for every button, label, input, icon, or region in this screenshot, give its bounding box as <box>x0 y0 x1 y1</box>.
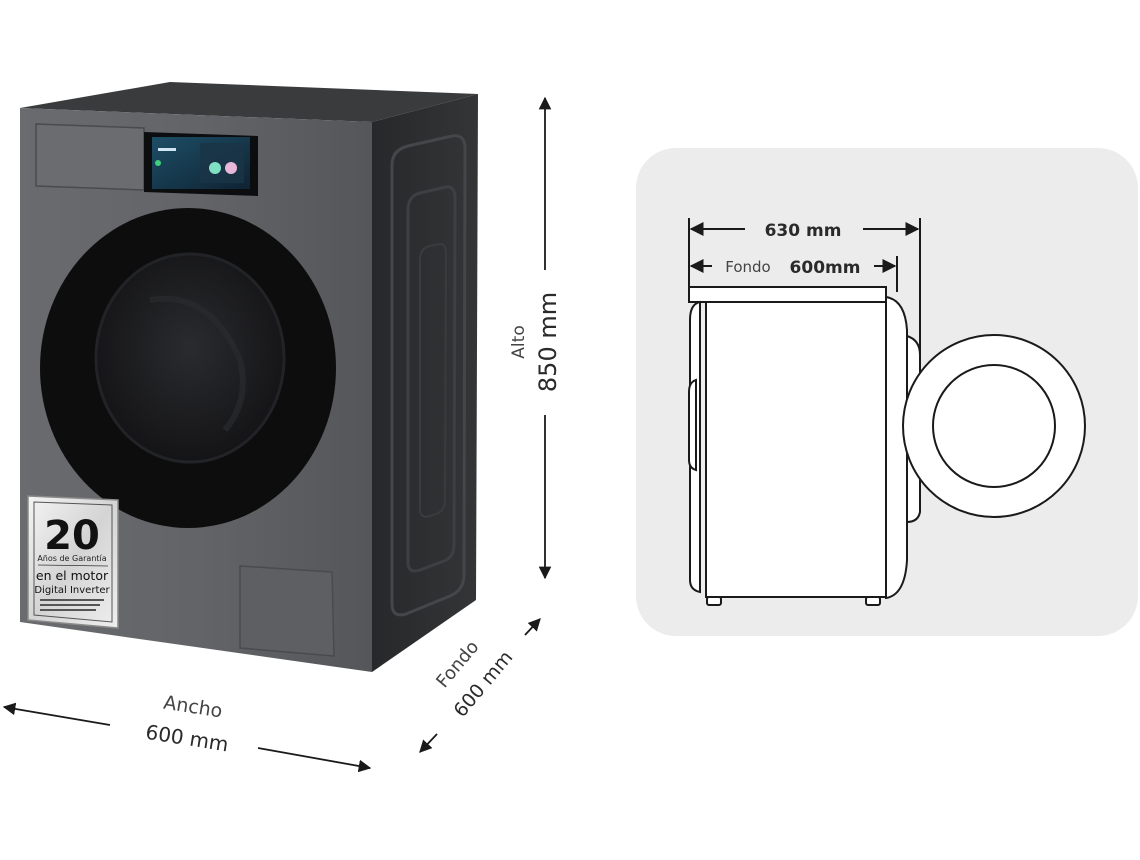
body-depth-dimension: Fondo 600mm <box>689 256 898 292</box>
badge-line3: Digital Inverter <box>34 585 110 596</box>
total-depth-dimension: 630 mm <box>688 218 921 420</box>
depth-dimension: Fondo 600 mm <box>419 618 541 753</box>
badge-line2: en el motor <box>36 568 109 583</box>
height-dimension: Alto 850 mm <box>509 96 562 580</box>
detergent-drawer <box>35 123 145 191</box>
body-depth-label: Fondo <box>725 258 770 276</box>
washing-machine-illustration: 20 Años de Garantía en el motor Digital … <box>20 82 478 672</box>
body-depth-value: 600mm <box>790 258 861 278</box>
machine-side <box>372 94 478 672</box>
width-label: Ancho <box>162 692 224 723</box>
machine-side-outline <box>688 286 1086 606</box>
side-view-panel: 630 mm Fondo 600mm <box>636 148 1138 636</box>
total-depth-value: 630 mm <box>765 221 842 241</box>
door-glass <box>94 252 286 464</box>
touch-screen <box>144 132 258 196</box>
width-value: 600 mm <box>144 720 230 757</box>
filter-panel <box>239 565 335 657</box>
warranty-badge: 20 Años de Garantía en el motor Digital … <box>27 495 119 629</box>
height-label: Alto <box>509 325 529 358</box>
width-dimension: Ancho 600 mm <box>2 692 372 773</box>
machine-top <box>20 82 478 122</box>
height-value: 850 mm <box>534 292 562 392</box>
badge-line1: Años de Garantía <box>37 554 106 563</box>
badge-number: 20 <box>44 513 100 559</box>
